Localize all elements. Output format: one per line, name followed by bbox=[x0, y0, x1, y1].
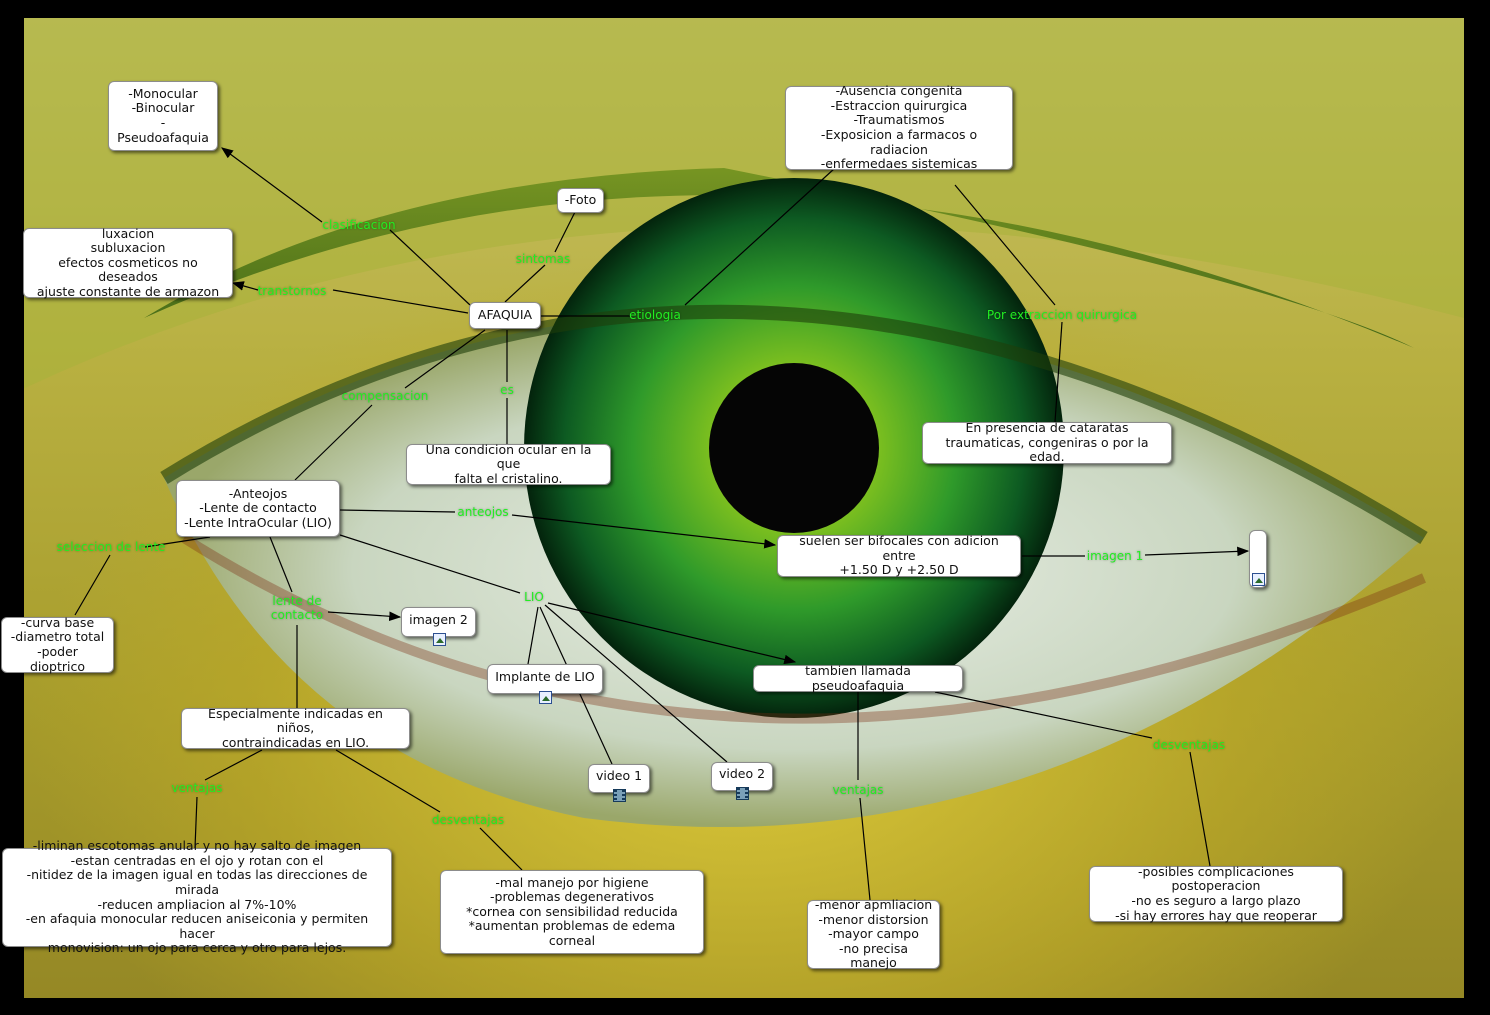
seleccion-node[interactable]: -curva base -diametro total -poder diopt… bbox=[1, 617, 114, 673]
link-label-etiologia[interactable]: etiologia bbox=[629, 308, 681, 322]
link-label-lente-contacto[interactable]: lente de contacto bbox=[271, 594, 323, 622]
line-afaquia-clasificacion bbox=[390, 230, 470, 305]
cataratas-node[interactable]: En presencia de cataratas traumaticas, c… bbox=[922, 422, 1172, 464]
video1-label: video 1 bbox=[596, 769, 642, 784]
line-extraccion-cataratas bbox=[1055, 322, 1062, 422]
link-label-por-extraccion[interactable]: Por extraccion quirurgica bbox=[987, 308, 1137, 322]
imagen2-node[interactable]: imagen 2 bbox=[401, 607, 476, 637]
video-file-icon[interactable] bbox=[613, 789, 626, 802]
line-lc-imagen2 bbox=[328, 612, 400, 617]
link-label-anteojos[interactable]: anteojos bbox=[457, 505, 508, 519]
line-transtornos-lista bbox=[233, 283, 258, 290]
link-label-sintomas[interactable]: sintomas bbox=[516, 252, 571, 266]
link-label-compensacion[interactable]: compensacion bbox=[342, 389, 429, 403]
desventajas-lc-node[interactable]: -mal manejo por higiene -problemas degen… bbox=[440, 870, 704, 954]
transtornos-node[interactable]: luxacion subluxacion efectos cosmeticos … bbox=[23, 228, 233, 298]
line-compensacion-lista bbox=[295, 405, 372, 480]
image-file-icon[interactable] bbox=[1252, 573, 1265, 586]
link-label-desventajas-lio[interactable]: desventajas bbox=[1153, 738, 1225, 752]
bifocales-node[interactable]: suelen ser bifocales con adicion entre +… bbox=[777, 535, 1021, 577]
ventajas-lc-node[interactable]: -liminan escotomas anular y no hay salto… bbox=[2, 848, 392, 947]
definicion-node[interactable]: Una condicion ocular en la que falta el … bbox=[406, 444, 611, 485]
link-label-es[interactable]: es bbox=[500, 383, 514, 397]
line-afaquia-transtornos bbox=[333, 290, 468, 313]
especialmente-node[interactable]: Especialmente indicadas en niños, contra… bbox=[181, 708, 410, 749]
link-label-transtornos[interactable]: transtornos bbox=[258, 284, 327, 298]
link-label-ventajas-lc[interactable]: ventajas bbox=[171, 781, 222, 795]
line-seleccion-lista bbox=[75, 555, 110, 615]
line-etiologia-extraccion bbox=[955, 185, 1055, 305]
line-ventajas-lio-lista bbox=[860, 798, 870, 900]
link-label-ventajas-lio[interactable]: ventajas bbox=[832, 783, 883, 797]
clasificacion-node[interactable]: -Monocular -Binocular -Pseudoafaquia bbox=[108, 81, 218, 151]
video2-node[interactable]: video 2 bbox=[711, 762, 773, 791]
line-lio-implante bbox=[528, 607, 538, 664]
line-lio-pseudoafaquia bbox=[548, 603, 795, 662]
line-afaquia-compensacion bbox=[405, 330, 485, 388]
link-label-desventajas-lc[interactable]: desventajas bbox=[432, 813, 504, 827]
compensacion-node[interactable]: -Anteojos -Lente de contacto -Lente Intr… bbox=[176, 480, 340, 537]
implante-label: Implante de LIO bbox=[495, 670, 595, 685]
image-file-icon[interactable] bbox=[539, 691, 552, 704]
video2-label: video 2 bbox=[719, 767, 765, 782]
line-anteojos-bifocales bbox=[512, 515, 775, 545]
desventajas-lio-node[interactable]: -posibles complicaciones postoperacion -… bbox=[1089, 866, 1343, 922]
line-pseudo-desventajas bbox=[935, 692, 1152, 738]
link-label-clasificacion[interactable]: clasificacion bbox=[322, 218, 395, 232]
line-desventajas-lio-lista bbox=[1190, 752, 1210, 866]
line-especialmente-ventajas bbox=[205, 750, 262, 780]
image-file-icon[interactable] bbox=[433, 633, 446, 646]
imagen2-label: imagen 2 bbox=[409, 613, 468, 628]
pseudoafaquia-node[interactable]: tambien llamada pseudoafaquia bbox=[753, 665, 963, 692]
line-etiologia-lista bbox=[685, 168, 835, 305]
link-label-lio[interactable]: LIO bbox=[524, 590, 544, 604]
link-label-seleccion[interactable]: seleccion de lente bbox=[57, 540, 166, 554]
video-file-icon[interactable] bbox=[736, 787, 749, 800]
etiologia-node[interactable]: -Ausencia congenita -Estraccion quirurgi… bbox=[785, 86, 1013, 170]
line-imagen1-icon bbox=[1145, 551, 1248, 555]
line-desventajas-lista bbox=[480, 828, 522, 870]
line-especialmente-desventajas bbox=[336, 750, 440, 812]
line-compensacion-lio bbox=[340, 535, 520, 593]
line-afaquia-sintomas bbox=[505, 265, 545, 302]
line-clasificacion-tipos bbox=[222, 148, 322, 222]
afaquia-node[interactable]: AFAQUIA bbox=[469, 302, 541, 329]
ventajas-lio-node[interactable]: -menor apmliacion -menor distorsion -may… bbox=[807, 900, 940, 969]
line-compensacion-anteojos bbox=[340, 510, 455, 512]
foto-node[interactable]: -Foto bbox=[557, 188, 604, 213]
line-compensacion-lc bbox=[270, 537, 292, 592]
video1-node[interactable]: video 1 bbox=[588, 764, 650, 793]
implante-node[interactable]: Implante de LIO bbox=[487, 664, 603, 694]
line-sintomas-foto bbox=[555, 212, 575, 252]
link-label-imagen1[interactable]: imagen 1 bbox=[1087, 549, 1143, 563]
imagen1-node[interactable] bbox=[1249, 530, 1267, 588]
